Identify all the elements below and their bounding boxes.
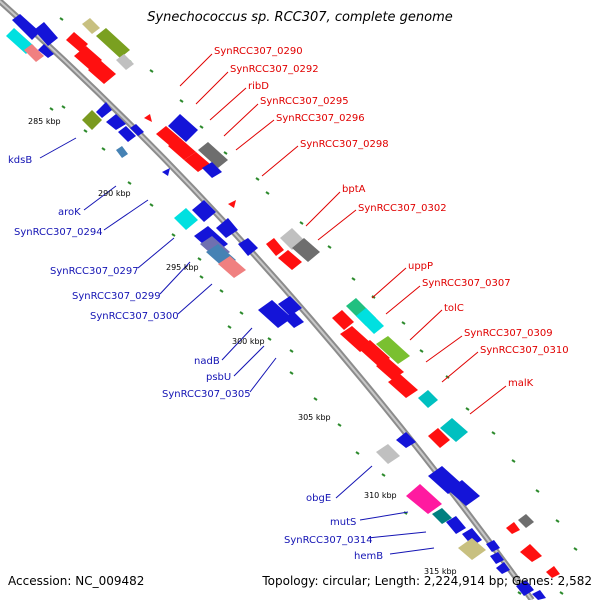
kbp-marker: 305 kbp <box>298 413 331 422</box>
reverse-strand-genes <box>6 14 546 600</box>
gene-label[interactable]: bptA <box>342 184 366 195</box>
gene-label[interactable]: SynRCC307_0296 <box>276 113 365 124</box>
gene-label[interactable]: SynRCC307_0298 <box>300 139 389 150</box>
gene-label[interactable]: kdsB <box>8 155 32 166</box>
gene-label[interactable]: SynRCC307_0309 <box>464 328 553 339</box>
gene-label[interactable]: SynRCC307_0295 <box>260 96 349 107</box>
gene-label[interactable]: obgE <box>306 493 331 504</box>
gene-label[interactable]: SynRCC307_0310 <box>480 345 569 356</box>
kbp-marker: 300 kbp <box>232 337 265 346</box>
label-leaders <box>39 53 507 555</box>
gene-label[interactable]: aroK <box>58 207 81 218</box>
gene-label[interactable]: SynRCC307_0314 <box>284 535 373 546</box>
gene-label[interactable]: mutS <box>330 517 356 528</box>
accession-text: Accession: NC_009482 <box>8 574 145 588</box>
gene-label[interactable]: SynRCC307_0305 <box>162 389 251 400</box>
gene-label[interactable]: SynRCC307_0302 <box>358 203 447 214</box>
kbp-markers: 285 kbp 290 kbp 295 kbp 300 kbp 305 kbp … <box>28 117 457 576</box>
gene-label[interactable]: uppP <box>408 261 433 272</box>
forward-strand-genes <box>66 18 560 578</box>
gene-label[interactable]: hemB <box>354 551 383 562</box>
gene-label[interactable]: tolC <box>444 303 464 314</box>
gene-label[interactable]: SynRCC307_0290 <box>214 46 303 57</box>
kbp-marker: 315 kbp <box>424 567 457 576</box>
gene-label[interactable]: malK <box>508 378 534 389</box>
gene-label[interactable]: ribD <box>248 81 269 92</box>
gene-label[interactable]: SynRCC307_0294 <box>14 227 103 238</box>
gene-label[interactable]: SynRCC307_0292 <box>230 64 319 75</box>
gene-label[interactable]: SynRCC307_0297 <box>50 266 139 277</box>
gene-label[interactable]: SynRCC307_0307 <box>422 278 511 289</box>
gene-label[interactable]: nadB <box>194 356 220 367</box>
kbp-marker: 290 kbp <box>98 189 131 198</box>
kbp-marker: 310 kbp <box>364 491 397 500</box>
kbp-marker: 295 kbp <box>166 263 199 272</box>
kbp-marker: 285 kbp <box>28 117 61 126</box>
genome-summary-text: Topology: circular; Length: 2,224,914 bp… <box>262 574 592 588</box>
gene-label[interactable]: SynRCC307_0299 <box>72 291 161 302</box>
reverse-gene-labels: kdsB aroK SynRCC307_0294 SynRCC307_0297 … <box>8 155 383 562</box>
forward-gene-labels: SynRCC307_0290 SynRCC307_0292 ribD SynRC… <box>214 46 569 389</box>
gene-label[interactable]: SynRCC307_0300 <box>90 311 179 322</box>
map-title: Synechococcus sp. RCC307, complete genom… <box>147 10 453 25</box>
gene-label[interactable]: psbU <box>206 372 231 383</box>
